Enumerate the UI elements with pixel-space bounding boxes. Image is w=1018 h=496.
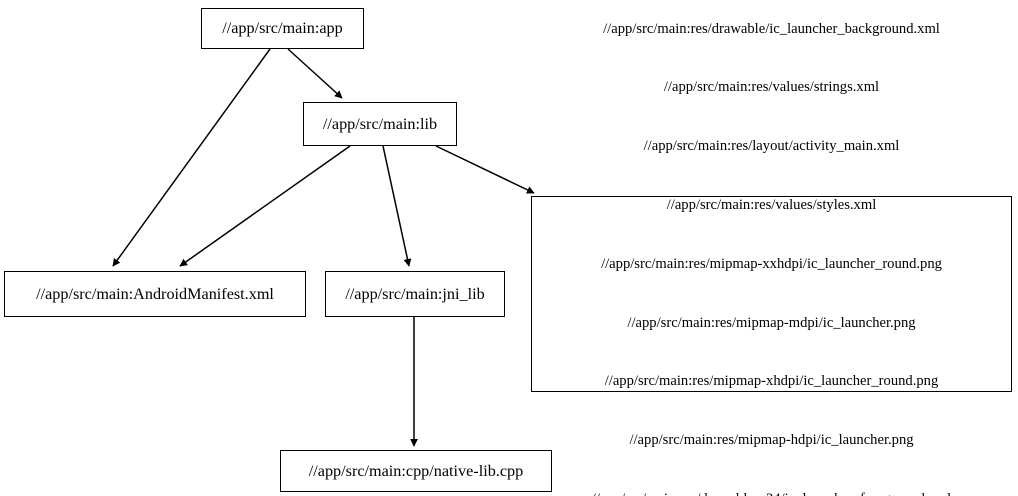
node-lib-label: //app/src/main:lib (322, 114, 438, 133)
node-native-lib-cpp-label: //app/src/main:cpp/native-lib.cpp (308, 461, 524, 480)
node-app[interactable]: //app/src/main:app (201, 8, 364, 49)
node-resources-line: //app/src/main:res/mipmap-xxhdpi/ic_laun… (601, 255, 942, 272)
node-android-manifest-label: //app/src/main:AndroidManifest.xml (36, 284, 274, 303)
edge-lib-to-jni-lib (382, 145, 412, 267)
edge-app-to-lib (287, 48, 343, 99)
edge-lib-to-resources (435, 145, 535, 194)
node-android-manifest[interactable]: //app/src/main:AndroidManifest.xml (4, 271, 306, 317)
node-resources-line: //app/src/main:res/drawable-v24/ic_launc… (540, 490, 1003, 496)
node-resources-line: //app/src/main:res/values/strings.xml (663, 79, 880, 96)
node-native-lib-cpp[interactable]: //app/src/main:cpp/native-lib.cpp (280, 450, 552, 492)
node-resources-line: //app/src/main:res/layout/activity_main.… (643, 138, 900, 155)
edge-lib-to-manifest (179, 145, 351, 267)
node-resources-line: //app/src/main:res/drawable/ic_launcher_… (603, 20, 940, 37)
node-jni-lib[interactable]: //app/src/main:jni_lib (325, 271, 505, 317)
node-lib[interactable]: //app/src/main:lib (303, 102, 457, 146)
node-resources-lines: //app/src/main:res/drawable/ic_launcher_… (540, 0, 1003, 496)
node-resources-line: //app/src/main:res/mipmap-mdpi/ic_launch… (627, 314, 916, 331)
node-jni-lib-label: //app/src/main:jni_lib (345, 284, 485, 303)
node-resources-line: //app/src/main:res/mipmap-xhdpi/ic_launc… (604, 373, 939, 390)
node-resources[interactable]: //app/src/main:res/drawable/ic_launcher_… (531, 21, 1012, 496)
edge-app-to-manifest (112, 48, 271, 267)
node-app-label: //app/src/main:app (222, 19, 343, 38)
node-resources-line: //app/src/main:res/mipmap-hdpi/ic_launch… (629, 432, 914, 449)
node-resources-line: //app/src/main:res/values/styles.xml (666, 197, 877, 214)
